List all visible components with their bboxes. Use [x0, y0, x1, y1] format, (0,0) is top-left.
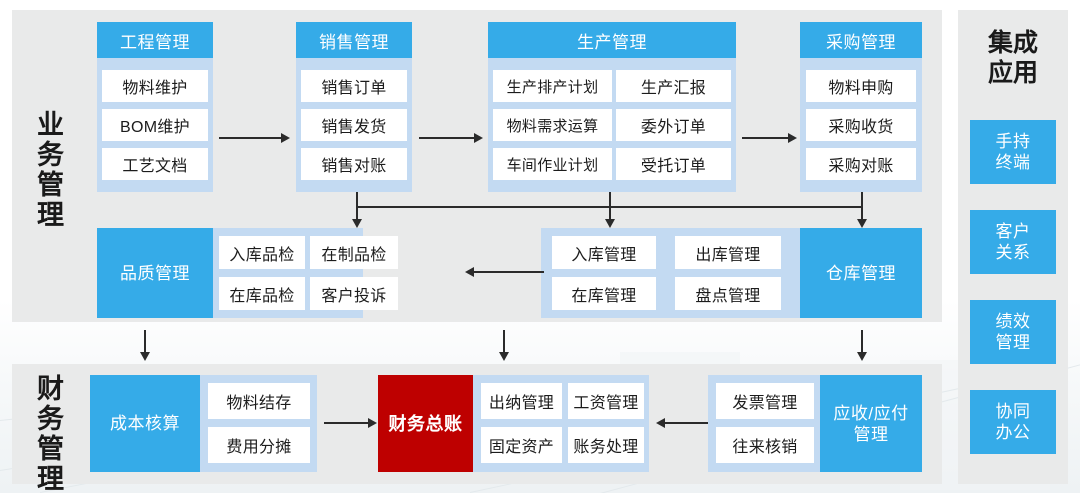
rail-button-performance-management[interactable]: 绩效 管理 — [970, 300, 1056, 364]
cell-production-3[interactable]: 委外订单 — [616, 109, 731, 141]
drop-quality-to-cost-head — [140, 352, 150, 361]
drop-warehouse-to-ledger-head — [499, 352, 509, 361]
arrow-engineering-to-sales-line — [219, 137, 281, 139]
cell-ledger-0[interactable]: 出纳管理 — [481, 383, 562, 419]
rail-button-customer-relations[interactable]: 客户 关系 — [970, 210, 1056, 274]
cell-ledger-3[interactable]: 账务处理 — [568, 427, 644, 463]
cell-engineering-2[interactable]: 工艺文档 — [102, 148, 208, 180]
rail-button-handheld-terminal[interactable]: 手持 终端 — [970, 120, 1056, 184]
group-production-header[interactable]: 生产管理 — [488, 22, 736, 58]
group-engineering-header[interactable]: 工程管理 — [97, 22, 213, 58]
group-ledger-header[interactable]: 财务总账 — [378, 375, 473, 472]
cell-production-5[interactable]: 受托订单 — [616, 148, 731, 180]
cell-warehouse-1[interactable]: 出库管理 — [675, 236, 781, 269]
cell-production-0[interactable]: 生产排产计划 — [493, 70, 612, 102]
bus-drop-warehouse-in-head — [605, 219, 615, 228]
rail-title: 集成 应用 — [987, 29, 1038, 87]
panel-business-label: 业 务 管 理 — [37, 110, 65, 230]
bus-drop-warehouse-line — [861, 206, 863, 221]
cell-production-2[interactable]: 物料需求运算 — [493, 109, 612, 141]
drop-warehouse-to-ledger-line — [503, 330, 505, 354]
cell-production-4[interactable]: 车间作业计划 — [493, 148, 612, 180]
bus-stub-sales — [356, 192, 358, 207]
cell-quality-1[interactable]: 在制品检 — [310, 236, 398, 269]
group-warehouse-header[interactable]: 仓库管理 — [800, 228, 922, 318]
cell-purchasing-1[interactable]: 采购收货 — [806, 109, 916, 141]
arrow-sales-to-production-line — [419, 137, 474, 139]
cell-cost-0[interactable]: 物料结存 — [208, 383, 310, 419]
cell-cost-1[interactable]: 费用分摊 — [208, 427, 310, 463]
cell-sales-0[interactable]: 销售订单 — [301, 70, 407, 102]
bus-drop-quality-head — [352, 219, 362, 228]
arrow-receivable-to-ledger-line — [665, 422, 713, 424]
group-receivable-header[interactable]: 应收/应付 管理 — [820, 375, 922, 472]
cell-ledger-1[interactable]: 工资管理 — [568, 383, 644, 419]
cell-receivable-0[interactable]: 发票管理 — [716, 383, 814, 419]
cell-purchasing-2[interactable]: 采购对账 — [806, 148, 916, 180]
drop-quality-to-cost-line — [144, 330, 146, 354]
drop-warehouse-to-receivable-head — [857, 352, 867, 361]
cell-warehouse-2[interactable]: 在库管理 — [552, 277, 656, 310]
cell-warehouse-0[interactable]: 入库管理 — [552, 236, 656, 269]
cell-quality-0[interactable]: 入库品检 — [219, 236, 305, 269]
arrow-warehouse-to-quality-line — [474, 271, 544, 273]
cell-ledger-2[interactable]: 固定资产 — [481, 427, 562, 463]
cell-receivable-1[interactable]: 往来核销 — [716, 427, 814, 463]
arrow-cost-to-ledger-line — [324, 422, 368, 424]
rail-button-collaborative-office[interactable]: 协同 办公 — [970, 390, 1056, 454]
bus-drop-quality-line — [356, 206, 358, 221]
cell-sales-2[interactable]: 销售对账 — [301, 148, 407, 180]
arrow-receivable-to-ledger-head — [656, 418, 665, 428]
group-cost-header[interactable]: 成本核算 — [90, 375, 200, 472]
arrow-cost-to-ledger-head — [368, 418, 377, 428]
cell-warehouse-3[interactable]: 盘点管理 — [675, 277, 781, 310]
bus-stub-purchasing — [861, 192, 863, 207]
group-purchasing-header[interactable]: 采购管理 — [800, 22, 922, 58]
cell-engineering-0[interactable]: 物料维护 — [102, 70, 208, 102]
arrow-production-to-purchasing-head — [788, 133, 797, 143]
cell-quality-2[interactable]: 在库品检 — [219, 277, 305, 310]
cell-engineering-1[interactable]: BOM维护 — [102, 109, 208, 141]
cell-quality-3[interactable]: 客户投诉 — [310, 277, 398, 310]
group-quality-header[interactable]: 品质管理 — [97, 228, 213, 318]
cell-production-1[interactable]: 生产汇报 — [616, 70, 731, 102]
cell-purchasing-0[interactable]: 物料申购 — [806, 70, 916, 102]
arrow-warehouse-to-quality-head — [465, 267, 474, 277]
group-sales-header[interactable]: 销售管理 — [296, 22, 412, 58]
cell-sales-1[interactable]: 销售发货 — [301, 109, 407, 141]
arrow-sales-to-production-head — [474, 133, 483, 143]
bus-drop-warehouse-head — [857, 219, 867, 228]
arrow-engineering-to-sales-head — [281, 133, 290, 143]
panel-finance-label: 财 务 管 理 — [37, 374, 65, 493]
bus-drop-warehouse-in-line — [609, 206, 611, 221]
bus-stub-production — [609, 192, 611, 207]
drop-warehouse-to-receivable-line — [861, 330, 863, 354]
arrow-production-to-purchasing-line — [742, 137, 788, 139]
